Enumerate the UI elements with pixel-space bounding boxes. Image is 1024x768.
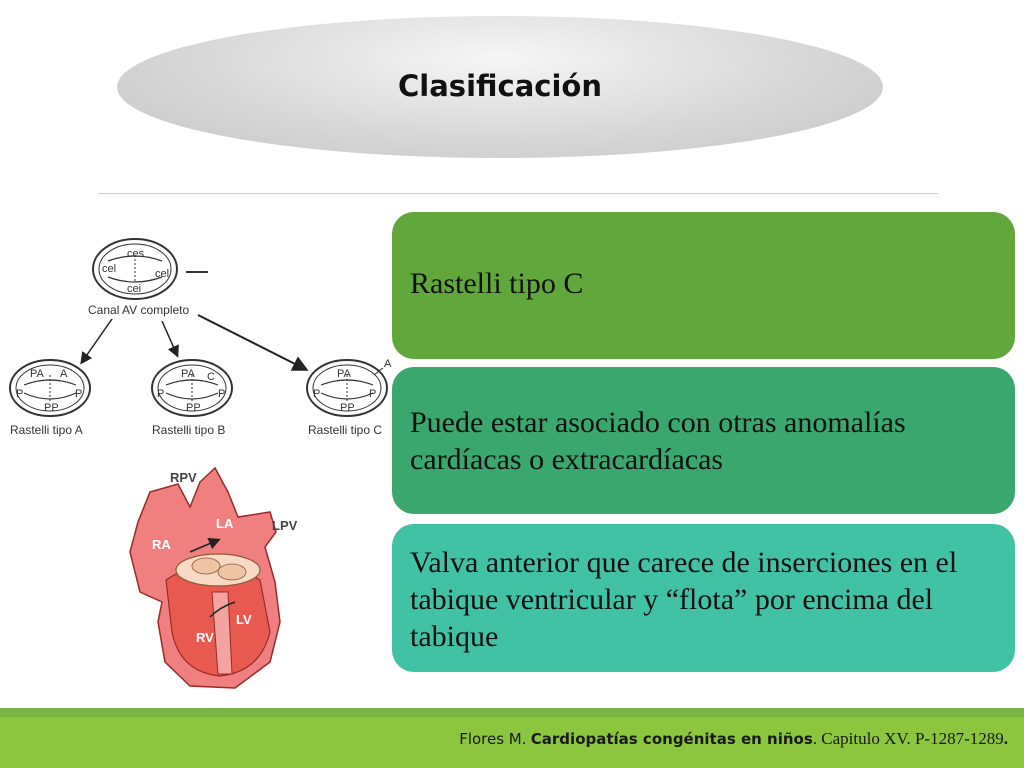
label-ra: RA bbox=[152, 537, 171, 552]
title-divider bbox=[98, 193, 938, 194]
svg-text:P: P bbox=[157, 388, 164, 400]
box-2-text: Puede estar asociado con otras anomalías… bbox=[410, 405, 906, 476]
svg-text:PP: PP bbox=[186, 402, 201, 414]
svg-text:PA: PA bbox=[30, 368, 45, 380]
valve-type-a: PA A P P PP bbox=[9, 359, 91, 417]
citation-end: . bbox=[1003, 729, 1008, 748]
canal-av-caption: Canal AV completo bbox=[88, 303, 189, 317]
caption-type-b: Rastelli tipo B bbox=[152, 423, 225, 437]
label-cel-right: cel bbox=[155, 268, 169, 280]
footer-bar-top bbox=[0, 708, 1024, 717]
svg-text:P: P bbox=[313, 388, 320, 400]
valve-type-b: PA C P P PP bbox=[151, 359, 233, 417]
label-lv: LV bbox=[236, 612, 252, 627]
svg-text:PA: PA bbox=[181, 368, 196, 380]
slide-title: Clasificación bbox=[398, 69, 602, 103]
svg-text:P: P bbox=[75, 388, 82, 400]
svg-text:P: P bbox=[16, 388, 23, 400]
caption-type-c: Rastelli tipo C bbox=[308, 423, 382, 437]
svg-text:P: P bbox=[218, 388, 225, 400]
label-ces: ces bbox=[127, 248, 145, 260]
svg-text:P: P bbox=[369, 388, 376, 400]
box-rastelli-c: Rastelli tipo C bbox=[392, 212, 1015, 359]
svg-text:PA: PA bbox=[337, 368, 352, 380]
svg-text:PP: PP bbox=[44, 402, 59, 414]
svg-text:C: C bbox=[207, 371, 215, 383]
label-rpv: RPV bbox=[170, 470, 197, 485]
svg-text:A: A bbox=[384, 358, 392, 370]
heart-illustration: RPV LA LPV RA LV RV bbox=[129, 466, 298, 689]
caption-type-a: Rastelli tipo A bbox=[10, 423, 83, 437]
box-1-text: Rastelli tipo C bbox=[410, 267, 584, 300]
label-lpv: LPV bbox=[272, 518, 298, 533]
rastelli-schematic: ces cel cel cei Canal AV completo PA A P… bbox=[9, 238, 392, 437]
label-cel-left: cel bbox=[102, 263, 116, 275]
citation-book: Cardiopatías congénitas en niños bbox=[530, 730, 813, 748]
label-rv: RV bbox=[196, 630, 214, 645]
svg-text:PP: PP bbox=[340, 402, 355, 414]
label-cei: cei bbox=[127, 283, 141, 295]
citation-author: Flores M. bbox=[459, 730, 527, 748]
canal-av-valve: ces cel cel cei bbox=[92, 238, 208, 300]
citation-rest: . Capitulo XV. P-1287-1289 bbox=[812, 729, 1004, 748]
box-3-text: Valva anterior que carece de inserciones… bbox=[410, 546, 958, 653]
citation: Flores M. Cardiopatías congénitas en niñ… bbox=[459, 729, 1008, 749]
label-la: LA bbox=[216, 516, 234, 531]
svg-text:A: A bbox=[60, 368, 68, 380]
title-banner: Clasificación bbox=[117, 16, 883, 158]
box-associated-anomalies: Puede estar asociado con otras anomalías… bbox=[392, 367, 1015, 514]
box-anterior-leaflet: Valva anterior que carece de inserciones… bbox=[392, 524, 1015, 672]
valve-type-c: PA A P P PP bbox=[306, 358, 392, 417]
footer-bar bbox=[0, 717, 1024, 768]
